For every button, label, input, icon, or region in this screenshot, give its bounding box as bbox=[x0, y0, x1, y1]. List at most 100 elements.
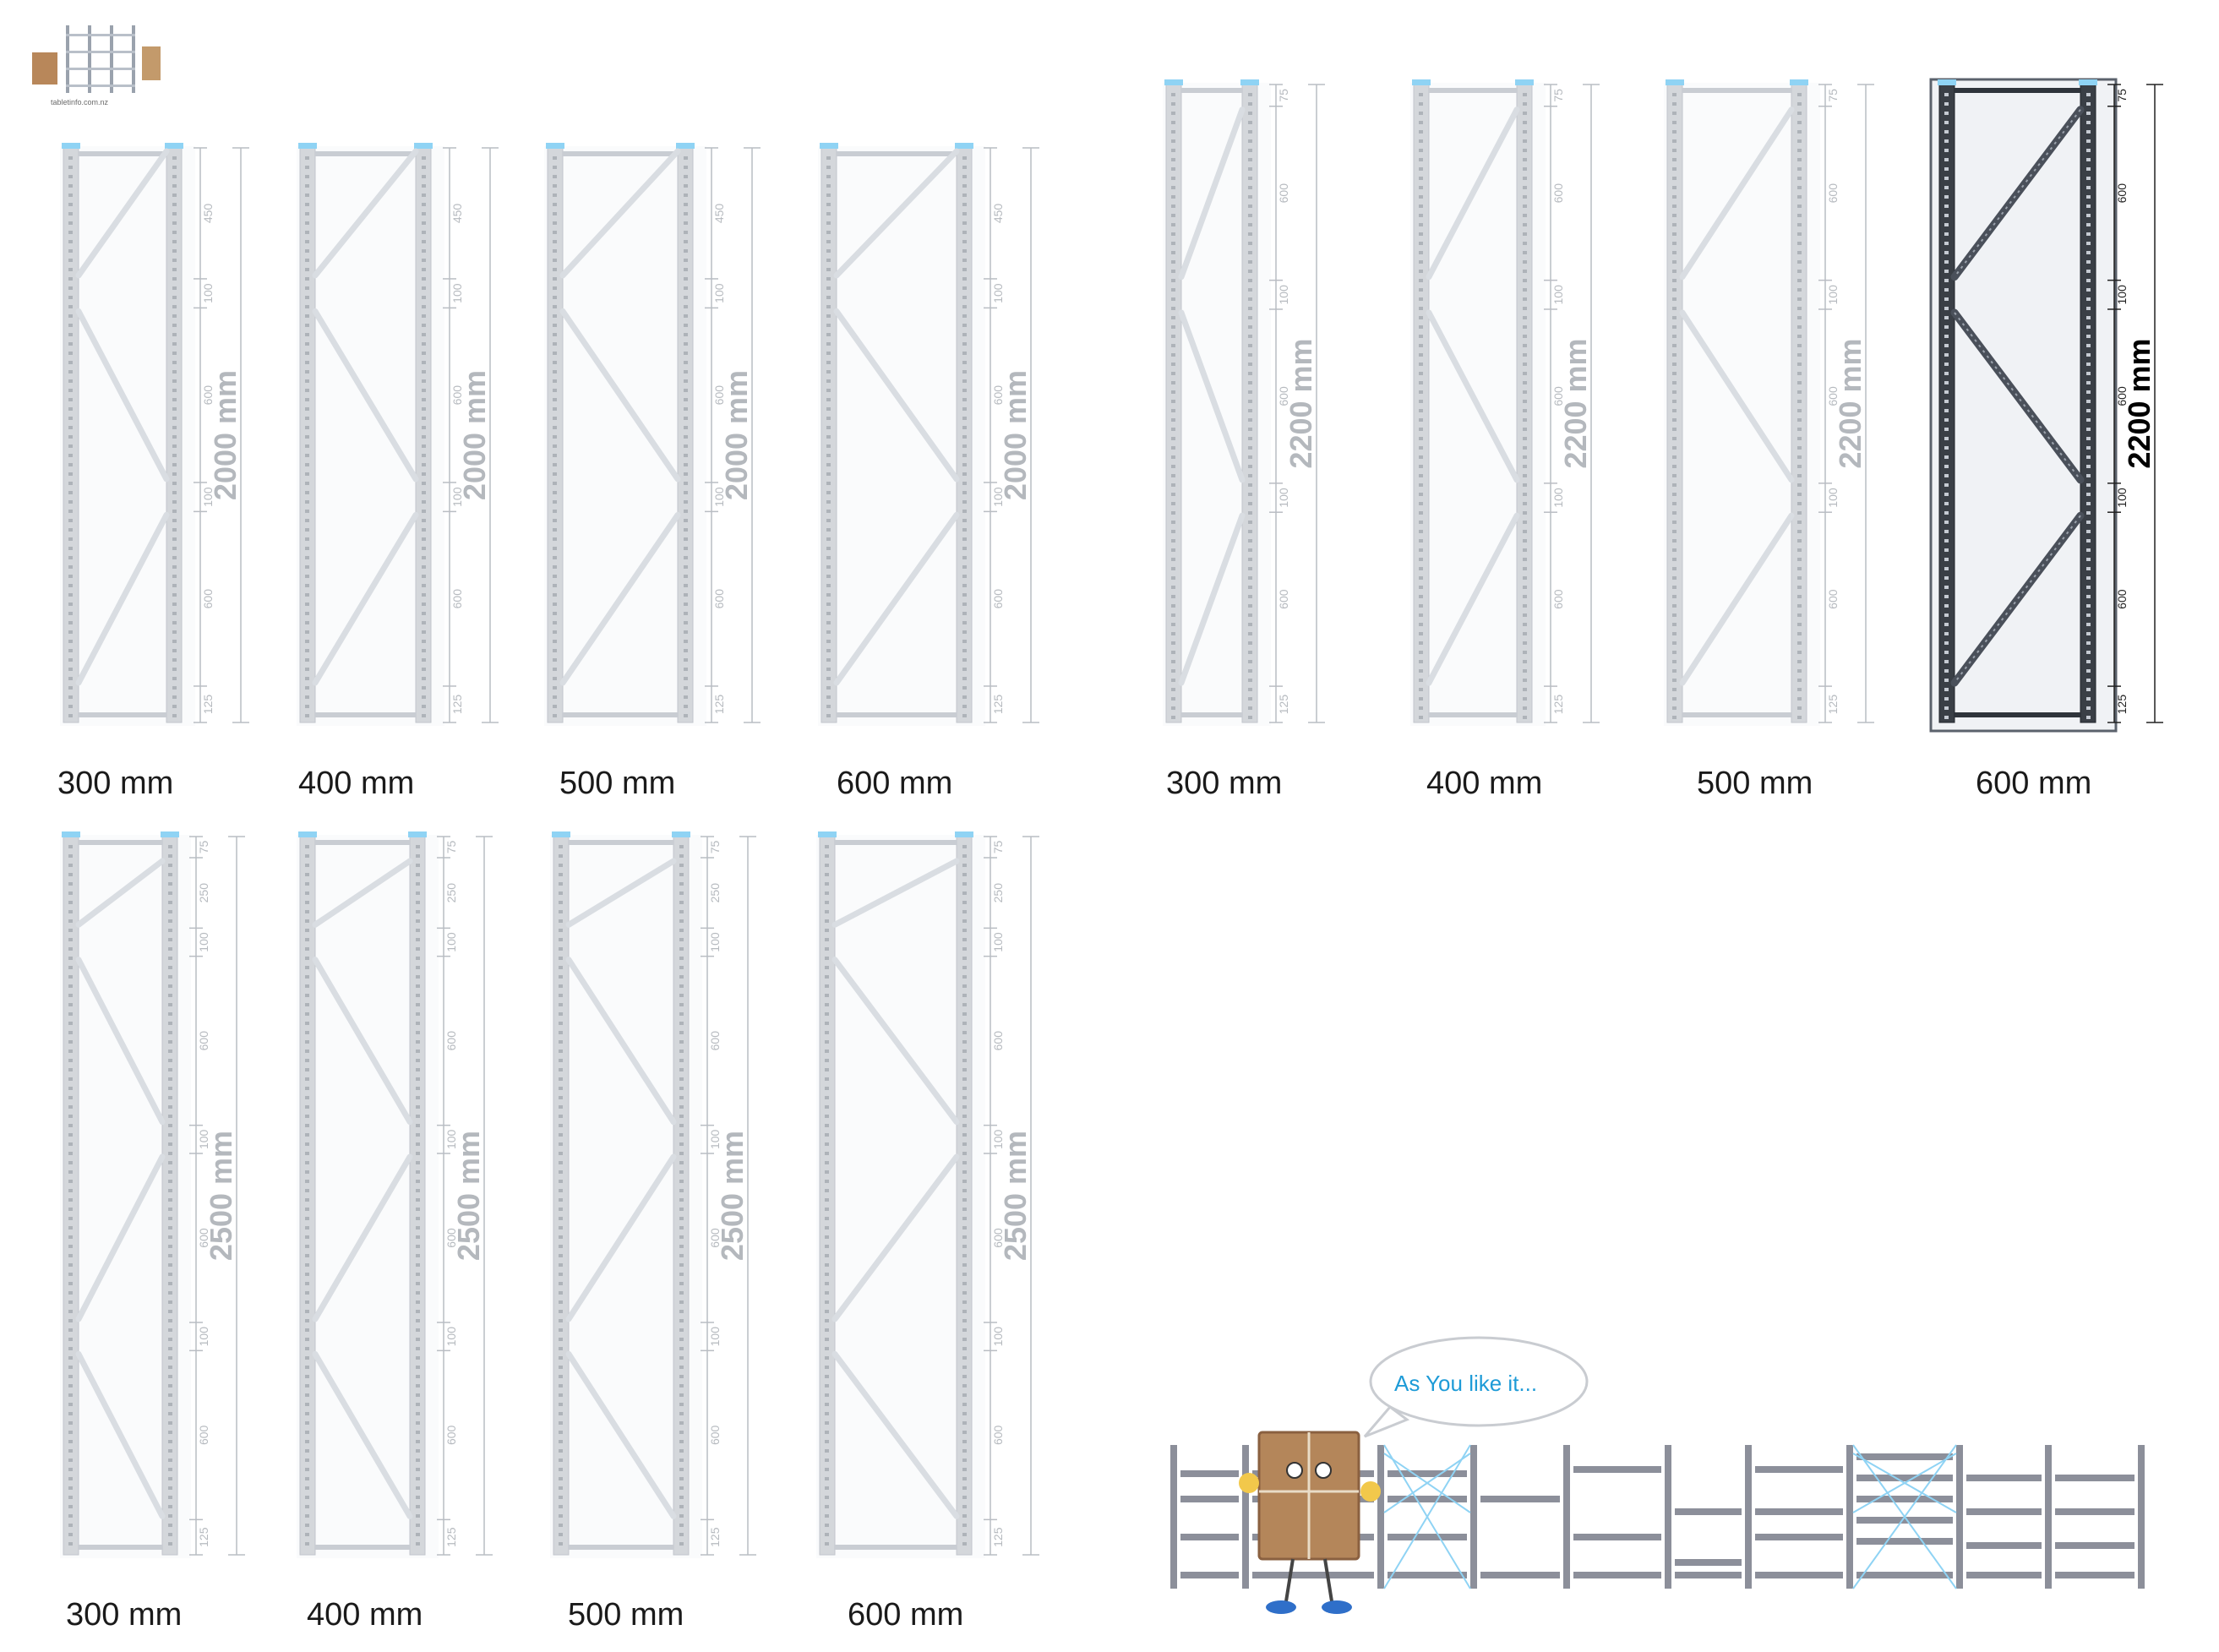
post-cap bbox=[1790, 79, 1808, 85]
left-post bbox=[819, 836, 836, 1556]
shelf-beam bbox=[1856, 1572, 1953, 1578]
segment-label: 600 bbox=[444, 1425, 458, 1445]
post-cap bbox=[1666, 79, 1684, 85]
post-cap bbox=[820, 143, 838, 149]
segment-label: 450 bbox=[712, 204, 726, 224]
segment-label: 100 bbox=[1826, 285, 1840, 305]
post-cap bbox=[2079, 79, 2097, 85]
left-post bbox=[1938, 84, 1955, 723]
shelf-beam bbox=[1755, 1572, 1843, 1578]
segment-label: 600 bbox=[444, 1228, 458, 1248]
segment-label: 125 bbox=[201, 695, 215, 715]
top-beam bbox=[1955, 88, 2080, 93]
post-cap bbox=[298, 143, 317, 149]
segment-label: 125 bbox=[991, 1527, 1005, 1547]
frame-depth-caption: 600 mm bbox=[1976, 766, 2092, 801]
post-cap bbox=[1515, 79, 1534, 85]
segment-label: 600 bbox=[1826, 386, 1840, 406]
right-post bbox=[1791, 84, 1807, 723]
height-label: 2200 mm bbox=[1833, 338, 1867, 468]
post-cap bbox=[408, 831, 427, 837]
shelf-beam bbox=[1180, 1534, 1239, 1540]
diagonal-brace bbox=[831, 1153, 960, 1322]
segment-label: 75 bbox=[1826, 89, 1840, 102]
segment-label: 100 bbox=[712, 283, 726, 303]
segment-label: 125 bbox=[444, 1527, 458, 1547]
post-cap bbox=[955, 143, 973, 149]
diagonal-brace bbox=[75, 148, 170, 279]
shelf-beam bbox=[1675, 1559, 1742, 1566]
diagonal-brace bbox=[559, 308, 681, 483]
segment-label: 600 bbox=[1277, 386, 1290, 406]
right-post bbox=[2080, 84, 2096, 723]
shelf-beam bbox=[1675, 1572, 1742, 1578]
segment-label: 600 bbox=[1551, 386, 1565, 406]
segment-label: 600 bbox=[197, 1425, 210, 1445]
post-cap bbox=[546, 143, 564, 149]
height-label: 2200 mm bbox=[2122, 338, 2156, 468]
post-cap bbox=[818, 831, 837, 837]
shelf-beam bbox=[1966, 1572, 2042, 1578]
left-post bbox=[63, 836, 79, 1556]
segment-label: 75 bbox=[2115, 89, 2129, 102]
segment-label: 600 bbox=[1551, 183, 1565, 204]
shelf-upright bbox=[2138, 1445, 2145, 1589]
diagonal-brace bbox=[565, 1350, 677, 1519]
mascot-shoe bbox=[1266, 1600, 1296, 1614]
top-beam bbox=[315, 840, 410, 845]
mascot-eye bbox=[1286, 1462, 1303, 1479]
top-beam bbox=[837, 151, 957, 156]
segment-label: 600 bbox=[201, 589, 215, 609]
top-beam bbox=[569, 840, 673, 845]
frame-depth-caption: 600 mm bbox=[837, 766, 953, 801]
shelf-beam bbox=[1573, 1572, 1661, 1578]
left-post bbox=[299, 836, 316, 1556]
frame-depth-caption: 300 mm bbox=[1166, 766, 1283, 801]
right-post bbox=[1516, 84, 1533, 723]
segment-label: 125 bbox=[1826, 695, 1840, 715]
diagonal-brace bbox=[559, 511, 681, 686]
mascot-hand bbox=[1360, 1481, 1381, 1502]
frame-depth-caption: 400 mm bbox=[307, 1597, 423, 1633]
diagonal-brace bbox=[559, 148, 681, 279]
segment-label: 100 bbox=[991, 932, 1005, 952]
mascot-hand bbox=[1239, 1473, 1259, 1493]
shelf-upright bbox=[1170, 1445, 1177, 1589]
shelf-beam bbox=[1573, 1466, 1661, 1473]
frame-depth-caption: 300 mm bbox=[57, 766, 174, 801]
shelf-upright bbox=[1846, 1445, 1853, 1589]
segment-label: 100 bbox=[2115, 488, 2129, 508]
segment-label: 100 bbox=[708, 932, 722, 952]
shelf-upright bbox=[1563, 1445, 1570, 1589]
segment-label: 100 bbox=[991, 487, 1005, 507]
shelf-beam bbox=[1388, 1534, 1467, 1540]
diagonal-brace bbox=[1178, 106, 1246, 281]
segment-label: 250 bbox=[197, 883, 210, 903]
shelf-beam bbox=[1480, 1496, 1560, 1502]
segment-label: 75 bbox=[197, 841, 210, 854]
segment-label: 125 bbox=[2115, 695, 2129, 715]
top-beam bbox=[1181, 88, 1242, 93]
bottom-beam bbox=[837, 712, 957, 717]
shelf-beam bbox=[1252, 1572, 1374, 1578]
segment-label: 100 bbox=[444, 1327, 458, 1347]
diagonal-brace bbox=[833, 511, 960, 686]
height-label: 2200 mm bbox=[1558, 338, 1593, 468]
right-post bbox=[956, 836, 973, 1556]
segment-label: 125 bbox=[1551, 695, 1565, 715]
shelf-beam bbox=[1856, 1517, 1953, 1524]
diagonal-brace bbox=[75, 511, 170, 686]
segment-label: 450 bbox=[991, 204, 1005, 224]
shelf-beam bbox=[2055, 1542, 2134, 1549]
segment-label: 125 bbox=[197, 1527, 210, 1547]
post-cap bbox=[955, 831, 973, 837]
segment-label: 600 bbox=[991, 1031, 1005, 1051]
shelf-beam bbox=[1755, 1466, 1843, 1473]
segment-label: 100 bbox=[450, 283, 464, 303]
segment-label: 75 bbox=[708, 841, 722, 854]
segment-label: 600 bbox=[444, 1031, 458, 1051]
logo-icon bbox=[32, 25, 161, 93]
top-beam bbox=[1682, 88, 1791, 93]
